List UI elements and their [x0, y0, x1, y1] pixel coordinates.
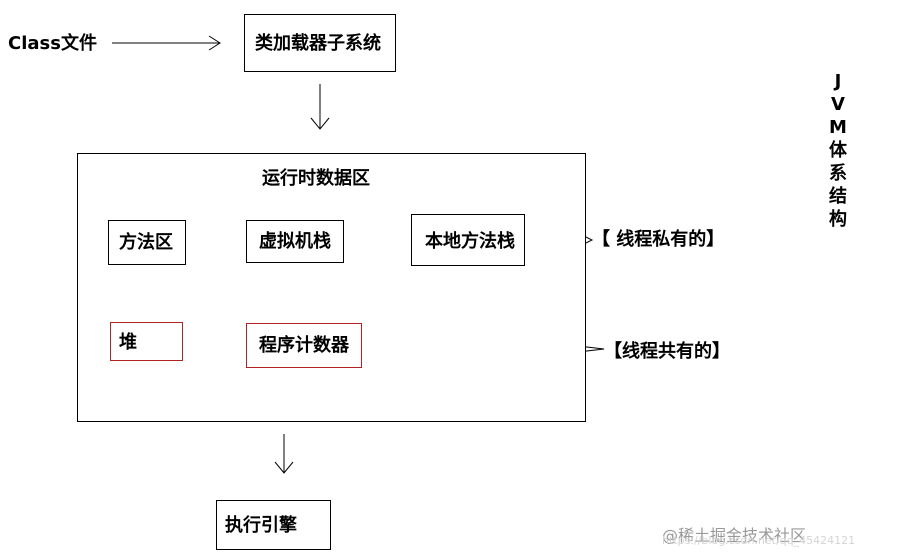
- vm-stack-box: 虚拟机栈: [246, 220, 344, 263]
- watermark-url: https://blog.csdn.net/qq_45424121: [662, 534, 856, 547]
- thread-shared-annotation: 【线程共有的】: [604, 341, 730, 362]
- method-area-label: 方法区: [119, 232, 173, 253]
- pc-register-box: 程序计数器: [246, 323, 362, 368]
- side-title-char: 结: [829, 186, 847, 207]
- class-loader-label: 类加载器子系统: [255, 33, 381, 54]
- heap-label: 堆: [119, 332, 137, 353]
- arrow-loader-to-runtime: [310, 84, 330, 130]
- arrow-runtime-to-engine: [274, 434, 294, 474]
- side-title-char: M: [829, 117, 847, 138]
- class-file-label: Class文件: [8, 33, 97, 54]
- side-title-char: V: [831, 94, 845, 115]
- native-method-stack-box: 本地方法栈: [411, 214, 525, 266]
- heap-box: 堆: [110, 322, 183, 361]
- runtime-data-area-label: 运行时数据区: [262, 168, 370, 189]
- execution-engine-label: 执行引擎: [225, 515, 297, 536]
- jvm-architecture-vertical-title: J V M 体 系 结 构: [828, 70, 848, 231]
- watermark: @稀土掘金技术社区: [662, 522, 806, 546]
- side-title-char: J: [834, 71, 842, 92]
- method-area-box: 方法区: [108, 220, 186, 265]
- side-title-char: 体: [829, 140, 847, 161]
- thread-private-annotation: 【 线程私有的】: [592, 229, 725, 250]
- vm-stack-label: 虚拟机栈: [259, 231, 331, 252]
- side-title-char: 系: [829, 163, 847, 184]
- runtime-data-area-box: 运行时数据区 方法区 虚拟机栈 本地方法栈 堆 程序计数器: [77, 153, 586, 422]
- side-title-char: 构: [829, 209, 847, 230]
- watermark-brand: @稀土掘金技术社区: [662, 526, 807, 545]
- class-loader-box: 类加载器子系统: [244, 14, 396, 72]
- execution-engine-box: 执行引擎: [216, 500, 331, 550]
- arrow-class-to-loader: [112, 35, 221, 51]
- pc-register-label: 程序计数器: [259, 335, 349, 356]
- native-method-stack-label: 本地方法栈: [425, 231, 515, 252]
